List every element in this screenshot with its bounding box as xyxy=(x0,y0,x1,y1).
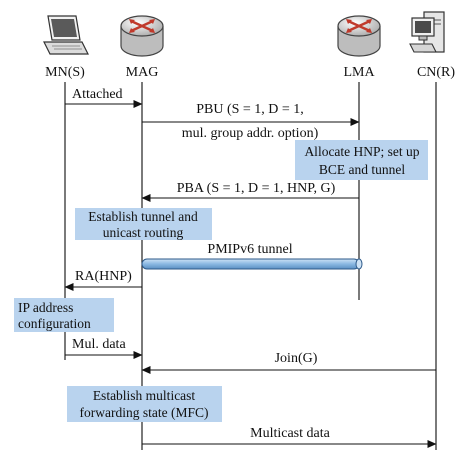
box-multicast-state-line1: Establish multicast xyxy=(93,388,196,403)
box-establish-tunnel-line2: unicast routing xyxy=(103,225,184,240)
message-attached: Attached xyxy=(72,87,123,102)
message-ra: RA(HNP) xyxy=(75,269,132,284)
box-ip-config-line2: configuration xyxy=(18,316,91,331)
message-multicast-data: Multicast data xyxy=(250,426,330,441)
box-allocate-hnp-line2: BCE and tunnel xyxy=(319,162,405,177)
message-pba: PBA (S = 1, D = 1, HNP, G) xyxy=(177,181,336,196)
message-pbu-line2: mul. group addr. option) xyxy=(182,126,319,141)
tunnel-label: PMIPv6 tunnel xyxy=(207,242,292,257)
box-establish-tunnel-line1: Establish tunnel and xyxy=(88,209,198,224)
entity-label-lma: LMA xyxy=(343,65,375,80)
entity-label-mag: MAG xyxy=(126,65,159,80)
box-multicast-state-line2: forwarding state (MFC) xyxy=(80,405,209,420)
box-allocate-hnp-line1: Allocate HNP; set up xyxy=(304,144,419,159)
desktop-computer-icon xyxy=(409,11,445,53)
router-icon xyxy=(337,15,381,57)
router-icon xyxy=(120,15,164,57)
box-establish-tunnel xyxy=(75,208,212,240)
pmipv6-tunnel xyxy=(141,258,363,270)
entity-label-mn: MN(S) xyxy=(45,65,85,80)
message-join: Join(G) xyxy=(275,351,318,366)
entity-label-cn: CN(R) xyxy=(417,65,455,80)
message-pbu-line1: PBU (S = 1, D = 1, xyxy=(196,102,304,117)
box-ip-config xyxy=(14,298,114,332)
box-ip-config-line1: IP address xyxy=(18,300,73,315)
message-mul-data: Mul. data xyxy=(72,337,126,352)
box-allocate-hnp xyxy=(295,140,428,180)
laptop-icon xyxy=(43,15,89,55)
box-multicast-state xyxy=(67,386,222,422)
